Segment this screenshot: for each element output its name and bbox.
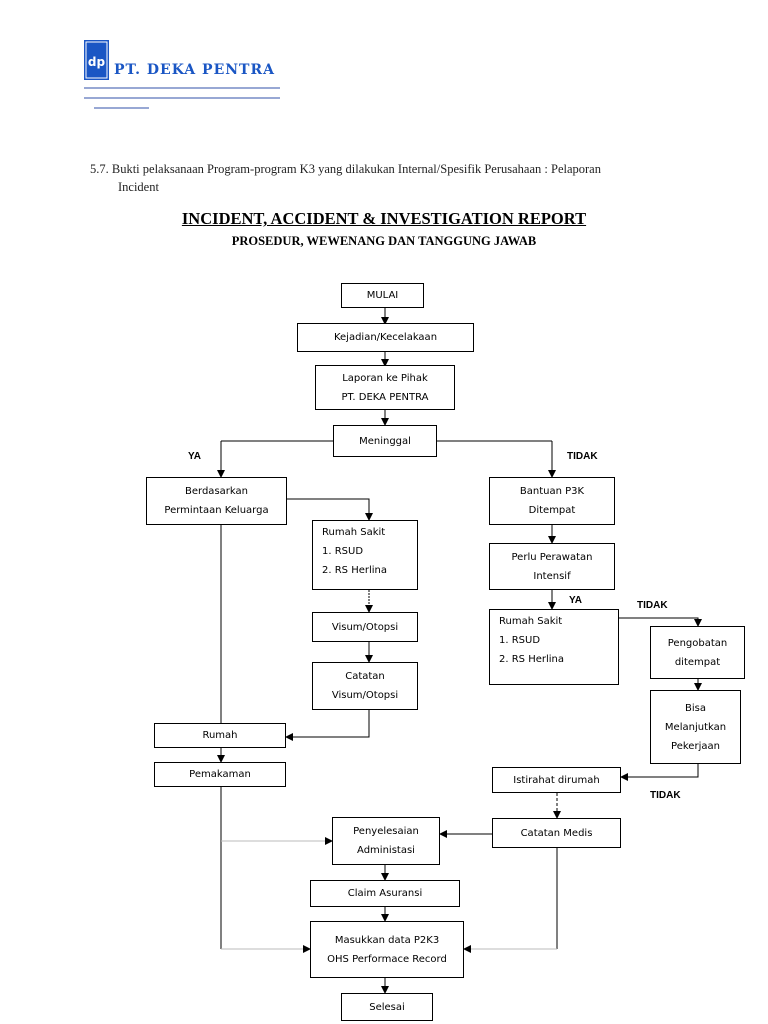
box-penyelesaian: Penyelesaian Administasi — [332, 817, 440, 865]
company-address-line-1 — [84, 86, 280, 91]
report-title-text: INCIDENT, ACCIDENT & INVESTIGATION REPOR… — [181, 209, 587, 228]
box-rumah: Rumah — [154, 723, 286, 748]
arrow-berdasarkan-rs — [287, 498, 373, 521]
box-istirahat: Istirahat dirumah — [492, 767, 621, 793]
box-masukkan-data: Masukkan data P2K3 OHS Performace Record — [310, 921, 464, 978]
box-bantuan-p3k: Bantuan P3K Ditempat — [489, 477, 615, 525]
intro-line-1: 5.7. Bukti pelaksanaan Program-program K… — [90, 162, 601, 176]
box-rumah-sakit-left: Rumah Sakit 1. RSUD 2. RS Herlina — [312, 520, 418, 590]
report-title: INCIDENT, ACCIDENT & INVESTIGATION REPOR… — [0, 209, 768, 229]
box-bisa-melanjutkan: Bisa Melanjutkan Pekerjaan — [650, 690, 741, 764]
label-tidak-meninggal: TIDAK — [567, 451, 598, 462]
company-logo: dp — [84, 40, 109, 80]
company-name: PT. DEKA PENTRA — [114, 62, 275, 78]
box-berdasarkan: Berdasarkan Permintaan Keluarga — [146, 477, 287, 525]
report-subtitle: PROSEDUR, WEWENANG DAN TANGGUNG JAWAB — [231, 234, 537, 248]
label-ya-perawatan: YA — [569, 595, 582, 606]
company-address-line-2 — [84, 96, 280, 101]
intro-line-2: Incident — [118, 180, 159, 194]
box-rumah-sakit-right: Rumah Sakit 1. RSUD 2. RS Herlina — [489, 609, 619, 685]
arrow-bisa-istirahat — [620, 764, 699, 781]
box-kejadian: Kejadian/Kecelakaan — [297, 323, 474, 352]
box-claim-asuransi: Claim Asuransi — [310, 880, 460, 907]
box-visum: Visum/Otopsi — [312, 612, 418, 642]
label-ya-meninggal: YA — [188, 451, 201, 462]
svg-text:dp: dp — [88, 55, 106, 69]
box-pengobatan: Pengobatan ditempat — [650, 626, 745, 679]
company-address-line-3 — [94, 106, 149, 111]
box-catatan-visum: Catatan Visum/Otopsi — [312, 662, 418, 710]
label-tidak-bisa: TIDAK — [650, 790, 681, 801]
box-laporan: Laporan ke Pihak PT. DEKA PENTRA — [315, 365, 455, 410]
box-pemakaman: Pemakaman — [154, 762, 286, 787]
arrow-rs-pengobatan — [619, 617, 702, 627]
intro-paragraph: 5.7. Bukti pelaksanaan Program-program K… — [90, 160, 690, 196]
box-mulai: MULAI — [341, 283, 424, 308]
box-catatan-medis: Catatan Medis — [492, 818, 621, 848]
arrow-catatan-rumah — [285, 710, 370, 741]
box-perlu-perawatan: Perlu Perawatan Intensif — [489, 543, 615, 590]
box-meninggal: Meninggal — [333, 425, 437, 457]
label-tidak-perawatan: TIDAK — [637, 600, 668, 611]
box-selesai: Selesai — [341, 993, 433, 1021]
